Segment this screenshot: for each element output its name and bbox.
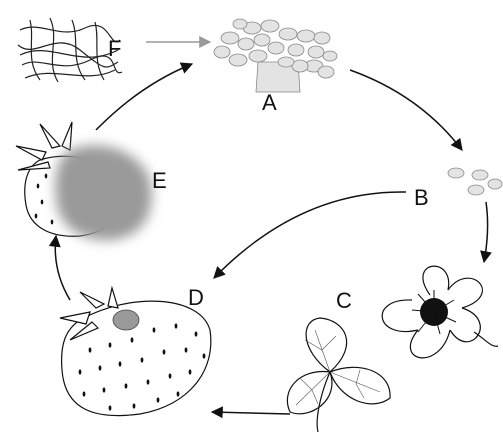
arrow-a-to-spores: [350, 70, 462, 150]
label-e: E: [152, 168, 167, 193]
flower-icon: [382, 266, 498, 358]
label-d: D: [188, 285, 204, 310]
moldy-strawberry-icon: [16, 122, 152, 240]
arrow-b-to-d: [214, 192, 406, 278]
strawberry-leaf-icon: [287, 318, 390, 432]
label-f: F: [108, 36, 121, 61]
label-b: B: [414, 185, 429, 210]
label-c: C: [336, 288, 352, 313]
conidiophore-cluster-icon: [214, 19, 337, 92]
label-a: A: [262, 90, 277, 115]
arrow-d-to-e: [55, 236, 70, 300]
arrow-c-to-d: [212, 412, 290, 414]
spores-icon: [448, 168, 502, 195]
arrow-e-to-a: [96, 64, 192, 130]
arrow-spores-to-flower: [484, 202, 488, 262]
hyphae-mesh-icon: [18, 18, 122, 82]
